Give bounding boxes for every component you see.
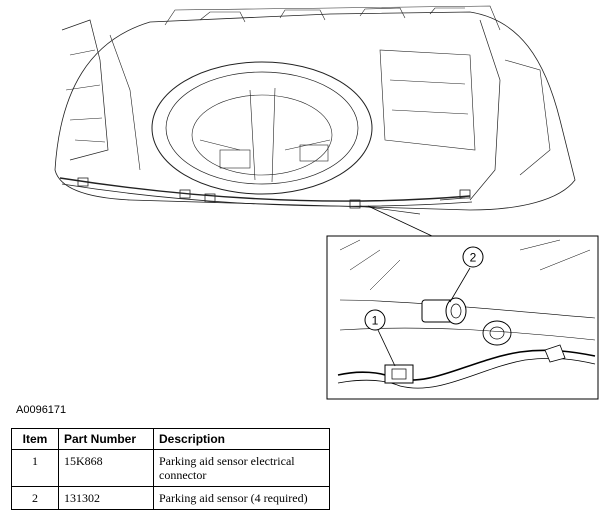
cell-part-number: 131302 bbox=[58, 486, 154, 510]
vehicle-rear-illustration: 1 2 bbox=[54, 5, 599, 400]
trunk-drawing bbox=[54, 5, 576, 215]
callout-2: 2 bbox=[462, 246, 484, 268]
table-row: 2 131302 Parking aid sensor (4 required) bbox=[11, 486, 330, 510]
table-row: 1 15K868 Parking aid sensor electrical c… bbox=[11, 449, 330, 487]
cell-description: Parking aid sensor (4 required) bbox=[153, 486, 330, 510]
cell-part-number: 15K868 bbox=[58, 449, 154, 487]
detail-leader-line bbox=[367, 205, 433, 237]
cell-description: Parking aid sensor electrical connector bbox=[153, 449, 330, 487]
header-description: Description bbox=[153, 428, 330, 450]
cell-item: 2 bbox=[11, 486, 59, 510]
cell-item: 1 bbox=[11, 449, 59, 487]
header-part-number: Part Number bbox=[58, 428, 154, 450]
header-item: Item bbox=[11, 428, 59, 450]
callout-1: 1 bbox=[364, 309, 386, 331]
table-header-row: Item Part Number Description bbox=[11, 428, 330, 450]
callout-2-label: 2 bbox=[470, 251, 477, 265]
sensor-bracket-drawing bbox=[482, 320, 512, 346]
detail-inset bbox=[326, 235, 599, 400]
parts-table: Item Part Number Description 1 15K868 Pa… bbox=[11, 428, 330, 510]
connector-drawing bbox=[384, 364, 414, 384]
figure-id: A0096171 bbox=[16, 404, 67, 416]
callout-1-label: 1 bbox=[372, 314, 379, 328]
sensor-drawing bbox=[421, 297, 467, 325]
